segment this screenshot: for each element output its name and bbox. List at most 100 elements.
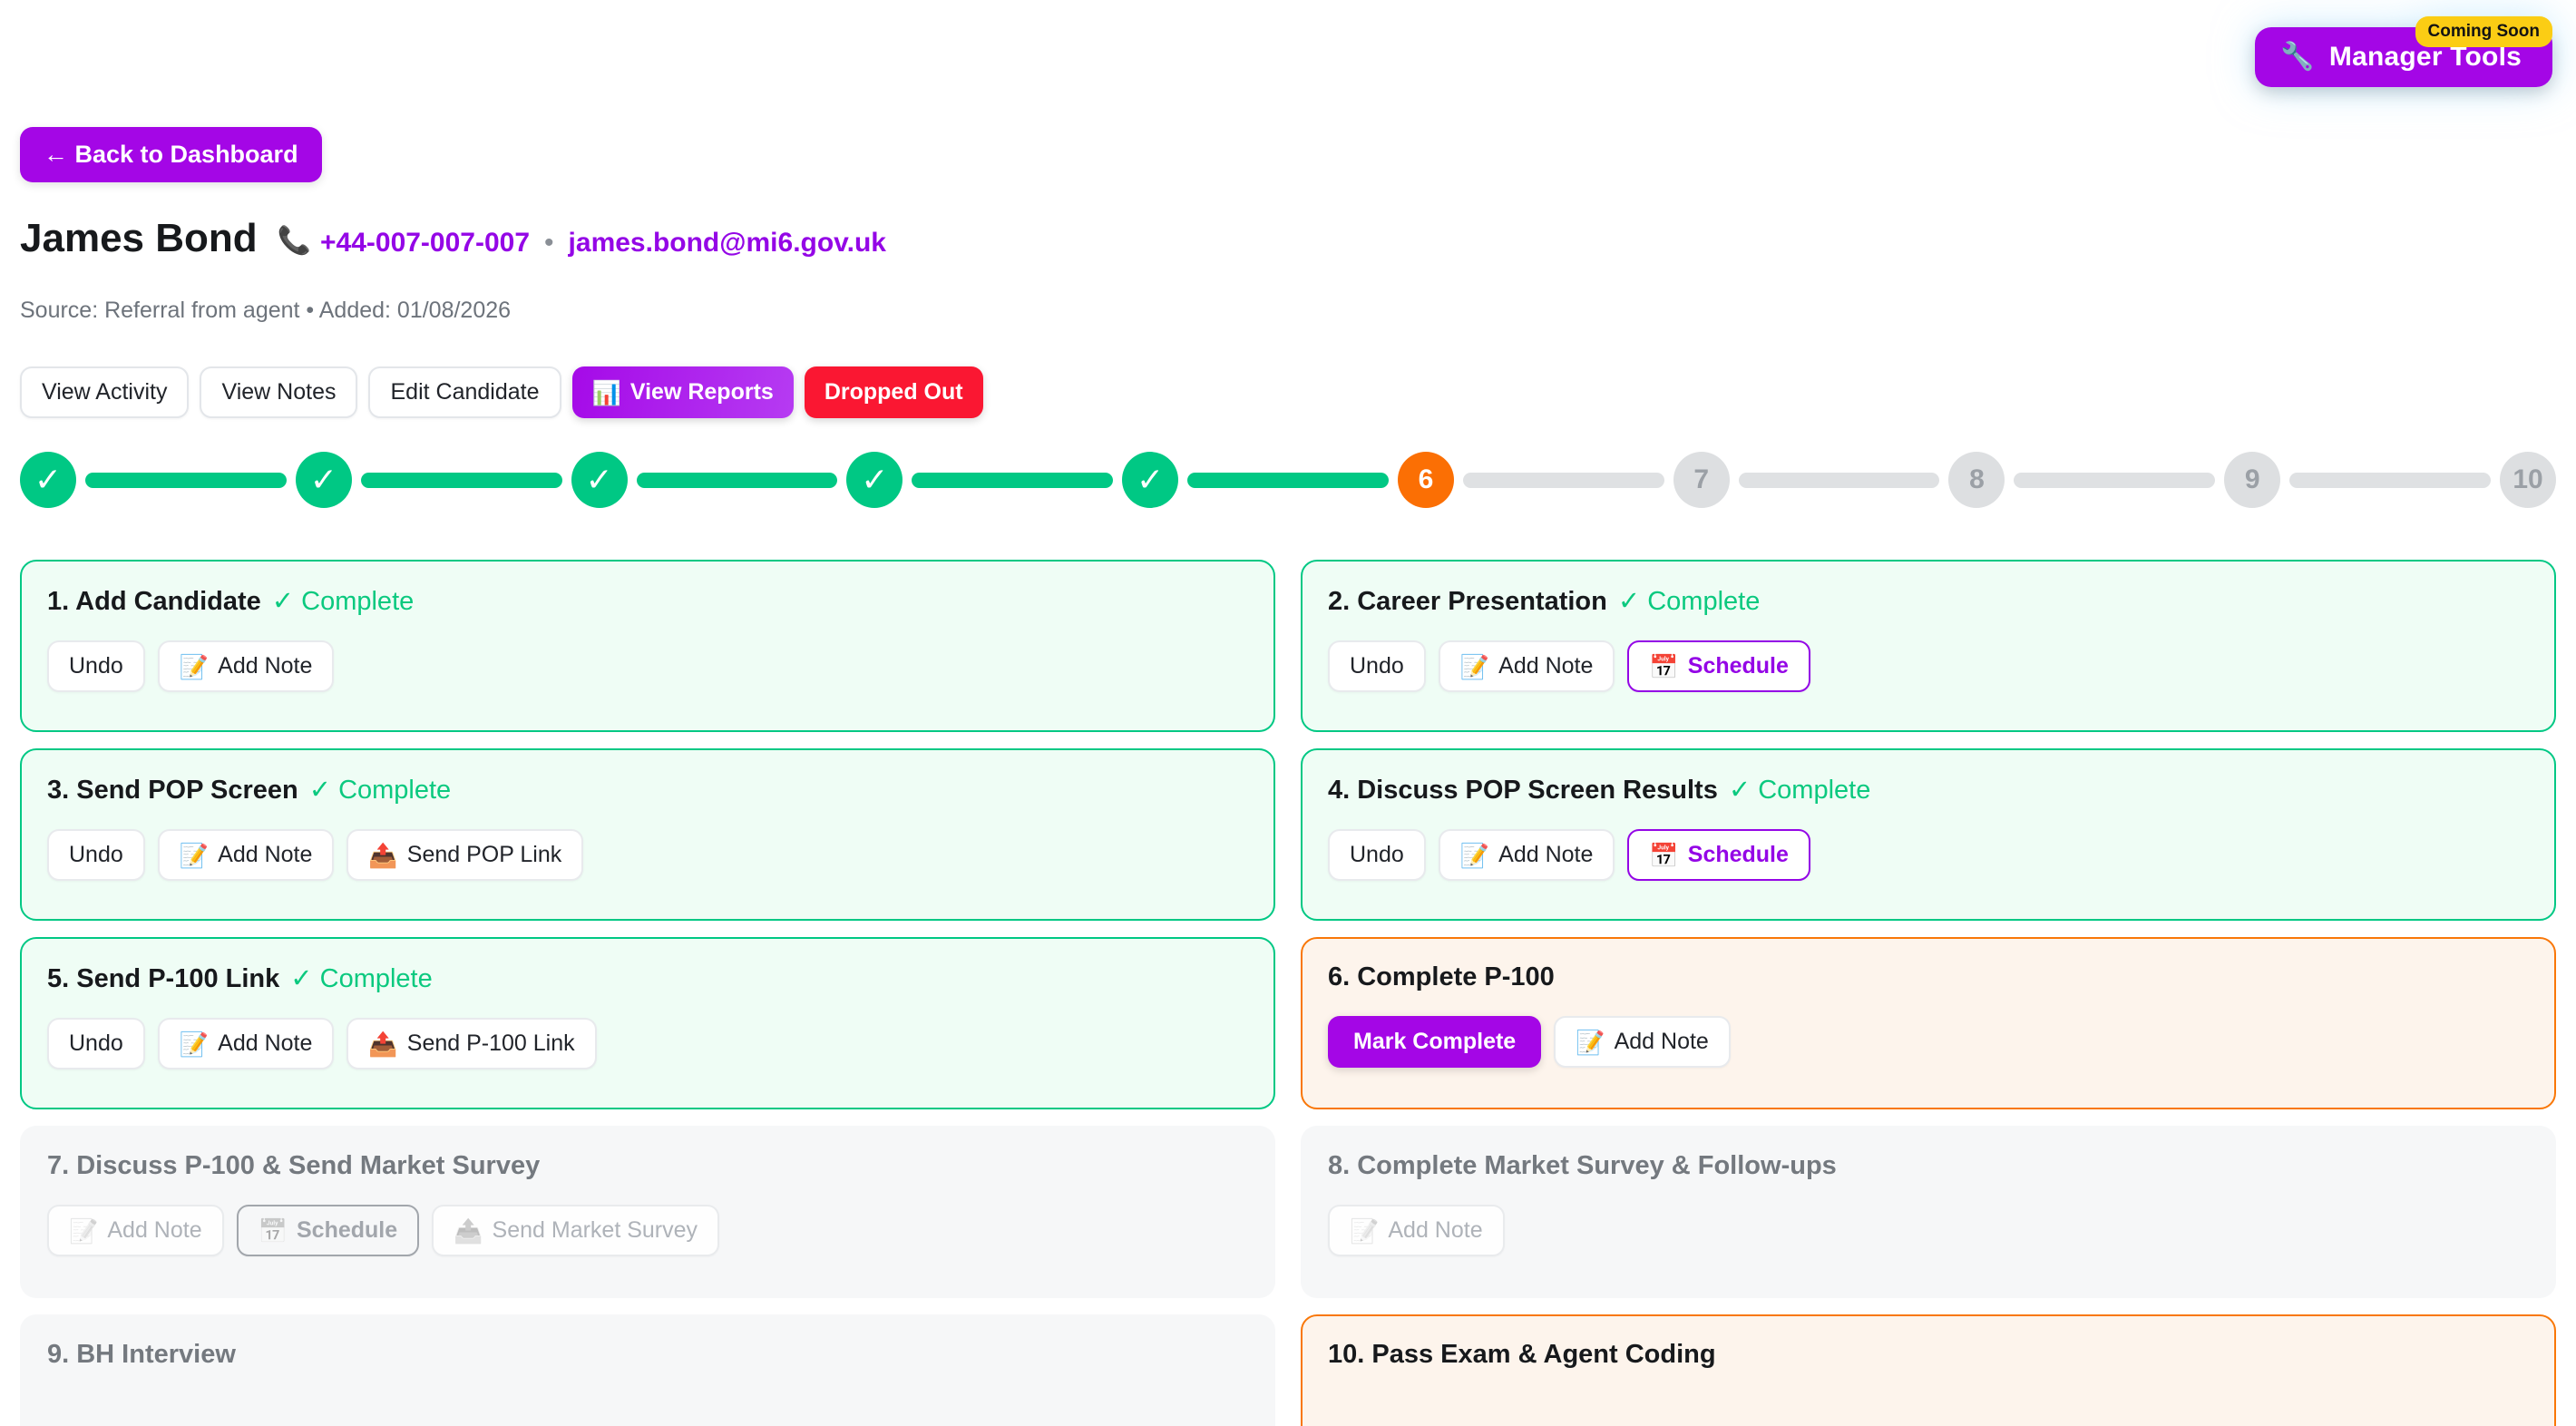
action-button-view-activity[interactable]: View Activity	[20, 366, 189, 418]
task-button-send-pop-link[interactable]: 📤 Send POP Link	[346, 829, 583, 881]
task-button-send-p-100-link[interactable]: 📤 Send P-100 Link	[346, 1018, 596, 1070]
separator-dot: •	[544, 228, 554, 259]
task-title-text: 4. Discuss POP Screen Results	[1328, 776, 1718, 806]
task-button-undo[interactable]: Undo	[47, 640, 145, 692]
outbox-icon: 📤	[368, 844, 397, 867]
task-button-add-note[interactable]: 📝Add Note	[158, 640, 335, 692]
task-card-1: 1. Add Candidate✓ CompleteUndo 📝Add Note	[20, 560, 1275, 732]
action-button-edit-candidate[interactable]: Edit Candidate	[368, 366, 561, 418]
task-status-badge: ✓ Complete	[1618, 585, 1760, 617]
task-button-label: Add Note	[1615, 1029, 1709, 1055]
task-title-text: 6. Complete P-100	[1328, 962, 1555, 992]
task-button-send-market-survey: 📤 Send Market Survey	[432, 1205, 719, 1256]
task-button-add-note[interactable]: 📝Add Note	[1439, 829, 1615, 881]
memo-icon: 📝	[69, 1219, 98, 1243]
task-title-text: 1. Add Candidate	[47, 587, 261, 617]
stepper-connector-1	[85, 473, 287, 488]
action-label: View Activity	[42, 379, 167, 405]
candidate-email-link[interactable]: james.bond@mi6.gov.uk	[569, 228, 886, 259]
task-title: 1. Add Candidate✓ Complete	[47, 585, 1248, 617]
task-title: 8. Complete Market Survey & Follow-ups	[1328, 1151, 2529, 1181]
stepper-connector-2	[361, 473, 562, 488]
stepper-connector-3	[637, 473, 838, 488]
candidate-header: James Bond 📞 +44-007-007-007 • james.bon…	[20, 216, 886, 261]
task-button-schedule[interactable]: 📅Schedule	[1627, 829, 1810, 881]
action-label: Dropped Out	[825, 379, 963, 405]
calendar-icon: 📅	[259, 1219, 288, 1243]
task-title: 7. Discuss P-100 & Send Market Survey	[47, 1151, 1248, 1181]
action-button-view-reports[interactable]: 📊View Reports	[572, 366, 794, 418]
stepper-node-8[interactable]: 8	[1948, 452, 2005, 508]
task-status-badge: ✓ Complete	[1729, 774, 1870, 806]
stepper-node-3[interactable]	[571, 452, 628, 508]
outbox-icon: 📤	[454, 1219, 483, 1243]
task-card-10: 10. Pass Exam & Agent Coding	[1301, 1314, 2556, 1426]
back-to-dashboard-button[interactable]: ← Back to Dashboard	[20, 127, 322, 182]
task-title: 4. Discuss POP Screen Results ✓ Complete	[1328, 774, 2529, 806]
task-status-badge: ✓ Complete	[309, 774, 451, 806]
task-button-row: 📝Add Note📅Schedule📤Send Market Survey	[47, 1205, 1248, 1256]
memo-icon: 📝	[180, 844, 209, 867]
stepper-node-5[interactable]	[1122, 452, 1178, 508]
task-button-add-note: 📝Add Note	[1328, 1205, 1505, 1256]
task-button-undo[interactable]: Undo	[47, 1018, 145, 1070]
stepper-connector-5	[1187, 473, 1389, 488]
action-label: Edit Candidate	[390, 379, 539, 405]
task-button-label: Mark Complete	[1353, 1029, 1516, 1055]
memo-icon: 📝	[180, 655, 209, 679]
memo-icon: 📝	[1576, 1030, 1605, 1054]
task-button-label: Schedule	[1688, 842, 1789, 868]
stepper-node-10[interactable]: 10	[2500, 452, 2556, 508]
task-button-label: Send POP Link	[407, 842, 561, 868]
phone-icon: 📞	[278, 225, 311, 257]
task-card-4: 4. Discuss POP Screen Results ✓ CompleteU…	[1301, 748, 2556, 921]
task-button-row: Undo📝Add Note📅Schedule	[1328, 640, 2529, 692]
outbox-icon: 📤	[368, 1032, 397, 1056]
memo-icon: 📝	[1350, 1219, 1379, 1243]
stepper-node-7[interactable]: 7	[1673, 452, 1730, 508]
task-status-badge: ✓ Complete	[290, 962, 432, 994]
candidate-name: James Bond	[20, 216, 258, 261]
task-button-label: Add Note	[218, 1030, 312, 1057]
task-button-label: Send P-100 Link	[407, 1030, 575, 1057]
task-button-label: Undo	[69, 653, 123, 679]
task-button-schedule[interactable]: 📅Schedule	[1627, 640, 1810, 692]
stepper-connector-9	[2289, 473, 2491, 488]
task-title: 2. Career Presentation✓ Complete	[1328, 585, 2529, 617]
action-button-view-notes[interactable]: View Notes	[200, 366, 357, 418]
task-button-undo[interactable]: Undo	[1328, 640, 1426, 692]
manager-tools-widget: 🔧 Manager Tools Coming Soon	[2255, 27, 2552, 87]
stepper-node-6[interactable]: 6	[1398, 452, 1454, 508]
progress-stepper: 6 7 8 9 10	[20, 452, 2556, 508]
task-button-label: Add Note	[1498, 653, 1593, 679]
task-card-9: 9. BH Interview	[20, 1314, 1275, 1426]
task-button-mark-complete[interactable]: Mark Complete	[1328, 1016, 1541, 1068]
task-button-add-note[interactable]: 📝Add Note	[158, 1018, 335, 1070]
stepper-node-2[interactable]	[296, 452, 352, 508]
stepper-node-1[interactable]	[20, 452, 76, 508]
task-button-label: Add Note	[107, 1217, 201, 1244]
task-button-undo[interactable]: Undo	[1328, 829, 1426, 881]
task-button-label: Undo	[69, 842, 123, 868]
task-title: 9. BH Interview	[47, 1340, 1248, 1370]
task-button-add-note[interactable]: 📝 Add Note	[1554, 1016, 1731, 1068]
task-button-add-note[interactable]: 📝Add Note	[1439, 640, 1615, 692]
wrench-icon: 🔧	[2280, 44, 2315, 71]
task-title: 5. Send P-100 Link✓ Complete	[47, 962, 1248, 994]
task-button-label: Send Market Survey	[493, 1217, 698, 1244]
stepper-connector-4	[912, 473, 1113, 488]
task-grid: 1. Add Candidate✓ CompleteUndo📝Add Note2…	[20, 560, 2556, 1426]
action-button-dropped-out[interactable]: Dropped Out	[805, 366, 983, 418]
task-card-7: 7. Discuss P-100 & Send Market Survey 📝 Ad…	[20, 1126, 1275, 1298]
task-button-undo[interactable]: Undo	[47, 829, 145, 881]
stepper-node-9[interactable]: 9	[2224, 452, 2280, 508]
stepper-connector-7	[1739, 473, 1940, 488]
task-card-6: 6. Complete P-100Mark Complete 📝 Add Note	[1301, 937, 2556, 1109]
task-button-add-note: 📝 Add Note	[47, 1205, 224, 1256]
stepper-node-4[interactable]	[846, 452, 903, 508]
action-label: View Reports	[630, 379, 774, 405]
candidate-phone-link[interactable]: +44-007-007-007	[320, 228, 530, 259]
task-button-add-note[interactable]: 📝Add Note	[158, 829, 335, 881]
task-button-label: Schedule	[1688, 653, 1789, 679]
